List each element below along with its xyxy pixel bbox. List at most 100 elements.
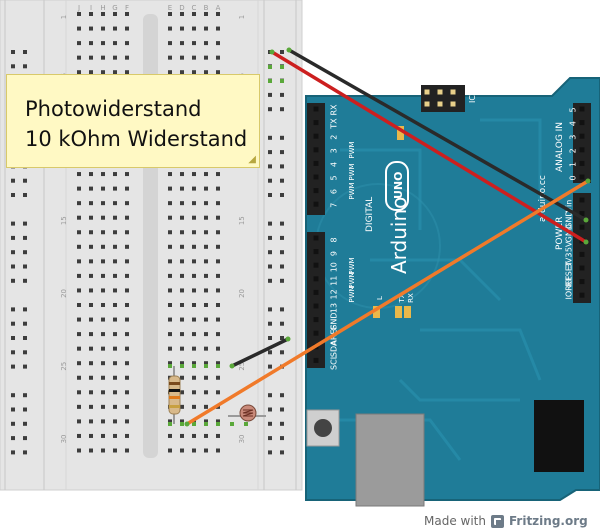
breadboard-hole (168, 361, 172, 366)
icsp-pin (424, 89, 430, 95)
breadboard-hole (216, 55, 220, 60)
breadboard-hole (192, 230, 196, 235)
header-pin (579, 279, 585, 285)
breadboard-hole (77, 259, 81, 264)
breadboard-hole (113, 55, 117, 60)
rail-hole (268, 264, 272, 269)
column-letter: D (179, 4, 184, 12)
rail-hole (280, 264, 284, 269)
rail-hole (280, 107, 284, 112)
pin-label: GND (565, 210, 574, 228)
pwm-label: PWM (348, 257, 356, 274)
breadboard-hole (192, 390, 196, 395)
breadboard-hole (113, 230, 117, 235)
breadboard-hole (77, 55, 81, 60)
breadboard-hole (125, 361, 129, 366)
rail-hole (268, 221, 272, 226)
row-number: 20 (60, 289, 68, 298)
rail-hole (23, 336, 27, 340)
breadboard-hole (125, 346, 129, 351)
breadboard-hole (101, 404, 105, 409)
breadboard-hole (113, 346, 117, 351)
header-pin (579, 265, 585, 271)
rail-hole (280, 350, 284, 355)
pin-label: 8 (330, 237, 339, 242)
breadboard-hole (113, 26, 117, 31)
breadboard-hole (216, 244, 220, 249)
breadboard-hole (192, 244, 196, 249)
wire-end (585, 178, 591, 184)
breadboard-hole (204, 361, 208, 366)
breadboard-hole (180, 230, 184, 235)
breadboard-hole (101, 419, 105, 424)
breadboard-hole (180, 172, 184, 177)
breadboard-hole (125, 404, 129, 409)
breadboard-hole (180, 419, 184, 424)
rail-hole (268, 178, 272, 183)
pwm-label: PWM (348, 141, 356, 158)
breadboard-hole (192, 259, 196, 264)
row-number: 1 (60, 15, 68, 19)
breadboard-hole (89, 361, 93, 366)
rail-hole (280, 436, 284, 441)
resize-grip-icon[interactable]: ◢ (248, 154, 256, 165)
dc-power-jack (534, 400, 584, 472)
header-pin (579, 174, 585, 180)
breadboard-hole (89, 55, 93, 60)
header-pin (313, 120, 319, 126)
pin-label: 11 (330, 276, 339, 286)
rail-hole (280, 221, 284, 226)
breadboard-hole (125, 70, 129, 75)
pin-label: 3 (330, 148, 339, 153)
rail-hole (11, 393, 15, 398)
breadboard-hole (77, 346, 81, 351)
breadboard-hole (204, 12, 208, 16)
pin-label: 12 (330, 289, 339, 299)
header-pin (579, 160, 585, 166)
header-pin (579, 251, 585, 257)
breadboard-hole (89, 259, 93, 264)
reset-button[interactable] (306, 409, 340, 447)
wire-end (269, 49, 275, 55)
breadboard-hole (204, 201, 208, 206)
breadboard-hole (180, 404, 184, 409)
breadboard-hole (204, 230, 208, 235)
breadboard-hole (125, 259, 129, 264)
breadboard-hole (89, 172, 93, 177)
breadboard-hole (125, 317, 129, 322)
breadboard-hole (216, 201, 220, 206)
pin-label: 4 (569, 121, 578, 126)
pin-label: 6 (330, 189, 339, 194)
breadboard-hole (101, 273, 105, 278)
breadboard-hole (168, 201, 172, 206)
breadboard-hole (89, 244, 93, 249)
row-number: 20 (238, 289, 246, 298)
rail-hole (23, 64, 27, 69)
breadboard-hole (192, 55, 196, 60)
breadboard-hole (204, 303, 208, 307)
note-box[interactable]: Photowiderstand 10 kOhm Widerstand ◢ (6, 74, 260, 168)
row-number: 30 (238, 434, 246, 443)
wire-end (184, 421, 190, 427)
breadboard-hole (101, 201, 105, 206)
breadboard-hole (101, 288, 105, 293)
wire-end (583, 239, 589, 245)
wire-end (286, 47, 292, 53)
rail-hole (23, 350, 27, 355)
breadboard-hole (113, 201, 117, 206)
breadboard-hole (113, 303, 117, 307)
digital-label: DIGITAL (365, 197, 375, 232)
row-number: 1 (238, 15, 246, 19)
rail-hole (11, 307, 15, 312)
rail-hole (23, 393, 27, 398)
breadboard-hole (180, 186, 184, 191)
breadboard-hole (77, 332, 81, 337)
breadboard-hole (216, 448, 220, 453)
breadboard-hole (216, 390, 220, 395)
breadboard-hole (113, 273, 117, 278)
breadboard-hole (168, 244, 172, 249)
rail-hole (11, 336, 15, 340)
breadboard-hole (216, 346, 220, 351)
rail-hole (11, 407, 15, 412)
